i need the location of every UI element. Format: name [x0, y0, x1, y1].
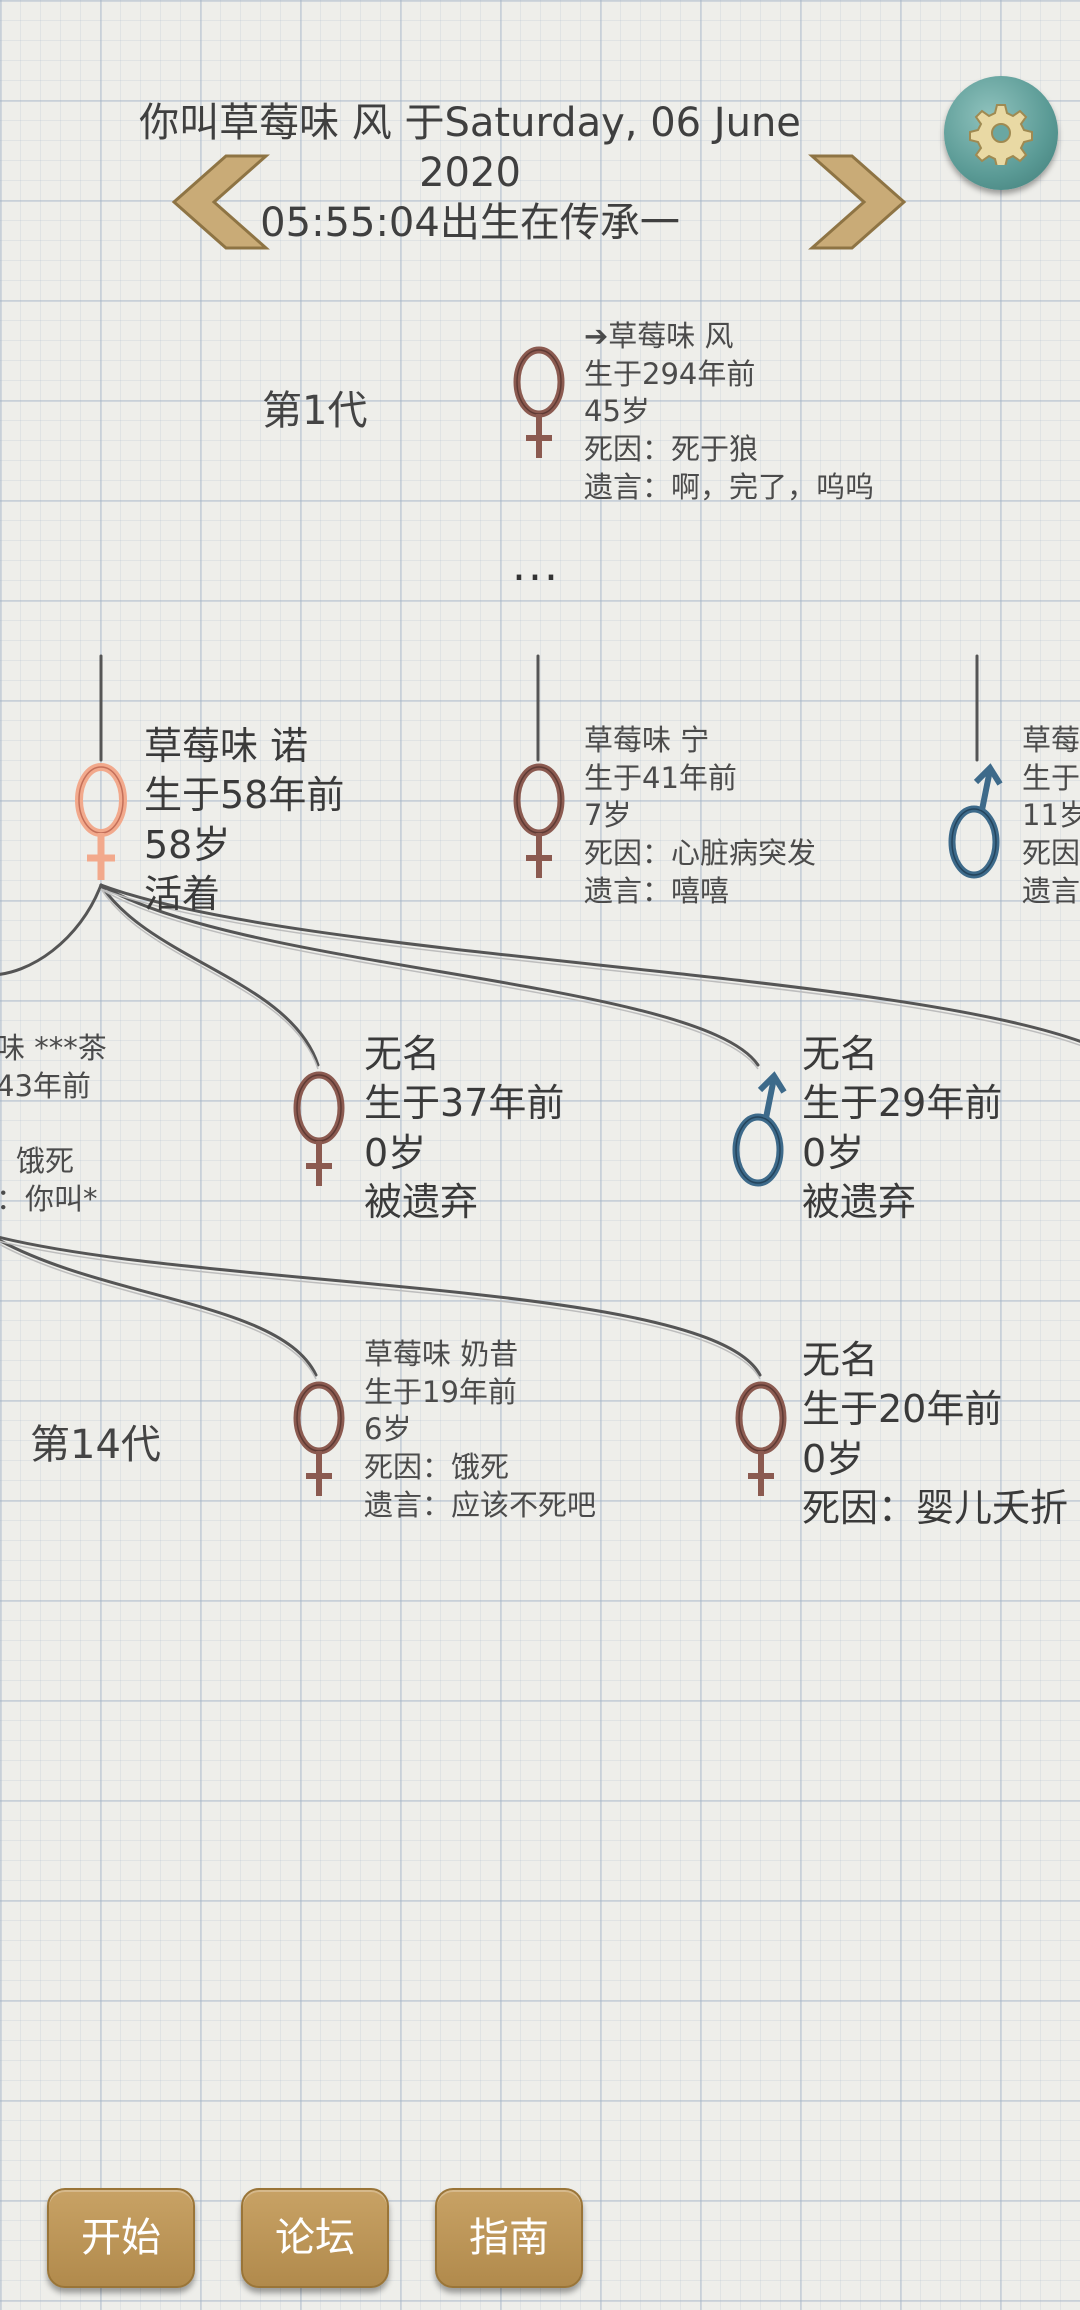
grandchild-1-name: 草莓味 奶昔: [364, 1337, 519, 1371]
parent-1-name: 草莓味 诺: [144, 724, 309, 768]
parent-3-info: 草莓 生于 11岁 死因 遗言: [1022, 722, 1080, 910]
ancestor-cause: 死因：死于狼: [584, 432, 759, 467]
person-female-icon-highlighted[interactable]: [74, 762, 128, 886]
parent-3-born: 生于: [1022, 760, 1080, 795]
grandchild-1-words: 遗言：应该不死吧: [364, 1487, 597, 1522]
grandchild-2-born: 生于20年前: [802, 1387, 1003, 1432]
child-3-status: 被遗弃: [802, 1180, 917, 1225]
grandchild-1-cause: 死因：饿死: [364, 1450, 510, 1485]
ancestor-words: 遗言：啊，完了，呜呜: [584, 469, 875, 504]
grandchild-1-age: 6岁: [364, 1412, 412, 1447]
settings-button[interactable]: [944, 76, 1058, 190]
parent-1-info: 草莓味 诺 生于58年前 58岁 活着: [144, 722, 344, 920]
header-line-2: 05:55:04出生在传承一: [260, 200, 680, 246]
child-2-born: 生于37年前: [364, 1081, 565, 1126]
parent-3-words: 遗言: [1022, 873, 1080, 908]
ancestor-female-icon[interactable]: [512, 346, 566, 466]
child-2-status: 被遗弃: [364, 1180, 479, 1225]
ancestor-name: ➔草莓味 风: [584, 319, 734, 353]
parent-2-age: 7岁: [584, 798, 632, 833]
previous-button[interactable]: [170, 152, 270, 256]
child-3-born: 生于29年前: [802, 1081, 1003, 1126]
person-male-icon[interactable]: [946, 762, 1010, 886]
grandchild-1-info: 草莓味 奶昔 生于19年前 6岁 死因：饿死 遗言：应该不死吧: [364, 1336, 596, 1524]
header-line-1: 你叫草莓味 风 于Saturday, 06 June 2020: [139, 100, 801, 196]
forum-button[interactable]: 论坛: [241, 2188, 389, 2288]
child-1-words: ：你叫*: [0, 1182, 98, 1217]
person-male-icon[interactable]: [730, 1070, 794, 1194]
next-button[interactable]: [808, 152, 908, 256]
parent-2-name: 草莓味 宁: [584, 723, 710, 757]
grandchild-2-cause: 死因：婴儿夭折: [802, 1486, 1069, 1531]
start-button[interactable]: 开始: [47, 2188, 195, 2288]
chevron-left-icon: [171, 154, 270, 250]
parent-3-cause: 死因: [1022, 836, 1080, 871]
parent-3-age: 11岁: [1022, 798, 1080, 833]
parent-1-status: 活着: [144, 872, 221, 917]
parent-2-info: 草莓味 宁 生于41年前 7岁 死因：心脏病突发 遗言：嘻嘻: [584, 722, 816, 910]
grandchild-2-age: 0岁: [802, 1436, 865, 1481]
child-1-name: 味 ***茶: [0, 1031, 107, 1065]
child-1-born: 43年前: [0, 1068, 91, 1103]
ellipsis: ...: [512, 540, 560, 591]
ancestor-age: 45岁: [584, 394, 650, 429]
parent-1-age: 58岁: [144, 822, 231, 867]
person-female-icon[interactable]: [512, 762, 566, 886]
ancestor-info: ➔草莓味 风 生于294年前 45岁 死因：死于狼 遗言：啊，完了，呜呜: [584, 318, 874, 506]
ancestor-born: 生于294年前: [584, 356, 756, 391]
guide-button[interactable]: 指南: [435, 2188, 583, 2288]
parent-2-cause: 死因：心脏病突发: [584, 836, 817, 871]
generation-label-1: 第1代: [262, 388, 368, 434]
person-female-icon[interactable]: [292, 1380, 346, 1504]
child-2-name: 无名: [364, 1032, 441, 1076]
parent-2-words: 遗言：嘻嘻: [584, 873, 730, 908]
child-2-info: 无名 生于37年前 0岁 被遗弃: [364, 1030, 564, 1228]
chevron-right-icon: [808, 154, 907, 250]
grandchild-1-born: 生于19年前: [364, 1374, 517, 1409]
generation-label-14: 第14代: [30, 1422, 161, 1468]
header-title: 你叫草莓味 风 于Saturday, 06 June 2020 05:55:04…: [120, 98, 820, 248]
grandchild-2-name: 无名: [802, 1338, 879, 1382]
child-3-info: 无名 生于29年前 0岁 被遗弃: [802, 1030, 1002, 1228]
child-2-age: 0岁: [364, 1130, 427, 1175]
grandchild-2-info: 无名 生于20年前 0岁 死因：婴儿夭折: [802, 1336, 1068, 1534]
child-1-cause: 饿死: [16, 1144, 75, 1179]
person-female-icon[interactable]: [292, 1070, 346, 1194]
child-3-name: 无名: [802, 1032, 879, 1076]
parent-2-born: 生于41年前: [584, 760, 737, 795]
parent-3-name: 草莓: [1022, 723, 1080, 757]
gear-icon: [969, 104, 1033, 165]
parent-1-born: 生于58年前: [144, 773, 345, 818]
child-3-age: 0岁: [802, 1130, 865, 1175]
child-1-info: 味 ***茶 43年前 饿死 ：你叫*: [0, 1030, 107, 1219]
person-female-icon[interactable]: [734, 1380, 788, 1504]
